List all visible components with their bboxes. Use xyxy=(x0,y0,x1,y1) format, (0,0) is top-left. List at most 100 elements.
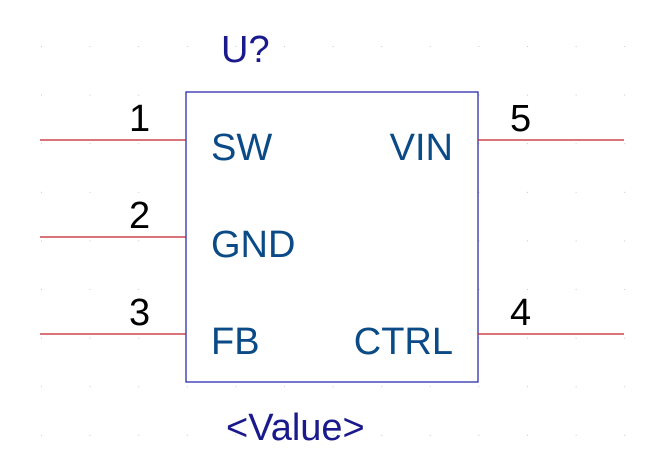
pin-4[interactable]: 4 CTRL xyxy=(354,292,624,363)
grid-dot xyxy=(624,143,626,145)
grid-dot xyxy=(41,94,42,96)
grid-dot xyxy=(89,337,91,339)
pin-1-number: 1 xyxy=(129,98,150,140)
grid-dot xyxy=(575,191,577,193)
grid-dot xyxy=(624,46,626,47)
grid-dot xyxy=(332,386,334,388)
pin-4-number: 4 xyxy=(510,292,531,334)
grid-dot xyxy=(332,434,334,436)
pin-4-name: CTRL xyxy=(354,321,453,363)
pin-2-name: GND xyxy=(211,224,295,266)
grid-dot xyxy=(429,386,431,388)
grid-dot xyxy=(575,240,577,242)
grid-dot xyxy=(624,240,626,242)
pin-2[interactable]: 2 GND xyxy=(40,195,295,266)
pin-3-number: 3 xyxy=(129,292,150,334)
grid-dot xyxy=(89,240,91,242)
grid-dot xyxy=(478,191,480,193)
grid-dot xyxy=(478,94,480,96)
grid-dot xyxy=(284,46,285,47)
grid-dot xyxy=(478,143,480,145)
grid-dot xyxy=(575,46,577,47)
grid-dot xyxy=(41,143,42,145)
grid-dot xyxy=(284,386,285,388)
grid-dot xyxy=(41,434,42,436)
grid-dot xyxy=(138,94,140,96)
pin-5-number: 5 xyxy=(510,98,531,140)
grid-dot xyxy=(575,386,577,388)
grid-dot xyxy=(478,386,480,388)
grid-dot xyxy=(186,46,188,47)
pin-2-number: 2 xyxy=(129,195,150,237)
grid-dot xyxy=(624,337,626,339)
grid-dot xyxy=(89,94,91,96)
grid-dot xyxy=(138,434,140,436)
grid-dot xyxy=(41,46,42,47)
grid-dot xyxy=(186,434,188,436)
grid-dot xyxy=(41,191,42,193)
grid-dot xyxy=(478,434,480,436)
pin-1[interactable]: 1 SW xyxy=(40,98,272,169)
grid-dot xyxy=(624,434,626,436)
grid-dot xyxy=(41,240,42,242)
grid-dot xyxy=(89,434,91,436)
grid-dot xyxy=(235,434,237,436)
grid-dot xyxy=(284,434,285,436)
grid-dot xyxy=(575,337,577,339)
grid-dot xyxy=(527,337,528,339)
grid-dot xyxy=(235,386,237,388)
grid-dot xyxy=(138,289,140,290)
pin-5-name: VIN xyxy=(390,127,453,169)
component-value[interactable]: <Value> xyxy=(226,407,365,449)
grid-dot xyxy=(527,46,528,47)
grid-dot xyxy=(138,191,140,193)
grid-dot xyxy=(41,386,42,388)
grid-dot xyxy=(624,289,626,290)
grid-dot xyxy=(332,46,334,47)
grid-dot xyxy=(381,386,383,388)
grid-dot xyxy=(478,240,480,242)
pin-3[interactable]: 3 FB xyxy=(40,292,260,363)
grid-dot xyxy=(527,94,528,96)
grid-dot xyxy=(89,386,91,388)
pin-3-name: FB xyxy=(211,321,260,363)
pin-1-name: SW xyxy=(211,127,272,169)
grid-dot xyxy=(429,434,431,436)
component-body[interactable] xyxy=(185,91,479,383)
component-designator[interactable]: U? xyxy=(221,29,270,71)
grid-dot xyxy=(235,46,237,47)
grid-dot xyxy=(527,240,528,242)
grid-dot xyxy=(478,337,480,339)
grid-dot xyxy=(186,386,188,388)
grid-dot xyxy=(624,386,626,388)
grid-dot xyxy=(527,289,528,290)
grid-dot xyxy=(527,434,528,436)
grid-dot xyxy=(138,386,140,388)
grid-dot xyxy=(381,434,383,436)
grid-dot xyxy=(41,337,42,339)
grid-dot xyxy=(575,434,577,436)
grid-dot xyxy=(527,386,528,388)
grid-dot xyxy=(89,191,91,193)
grid-dot xyxy=(89,46,91,47)
grid-dot xyxy=(89,289,91,290)
pin-5[interactable]: 5 VIN xyxy=(390,98,624,169)
grid-dot xyxy=(527,191,528,193)
grid-dot xyxy=(89,143,91,145)
grid-dot xyxy=(624,191,626,193)
grid-dot xyxy=(575,289,577,290)
grid-dot xyxy=(478,289,480,290)
grid-dot xyxy=(478,46,480,47)
grid-dot xyxy=(381,46,383,47)
grid-dot xyxy=(138,337,140,339)
grid-dot xyxy=(138,240,140,242)
grid-dot xyxy=(429,46,431,47)
grid-dot xyxy=(527,143,528,145)
grid-dot xyxy=(138,46,140,47)
grid-dot xyxy=(624,94,626,96)
grid-dot xyxy=(138,143,140,145)
grid-dot xyxy=(575,143,577,145)
grid-dot xyxy=(575,94,577,96)
grid-dot xyxy=(41,289,42,290)
